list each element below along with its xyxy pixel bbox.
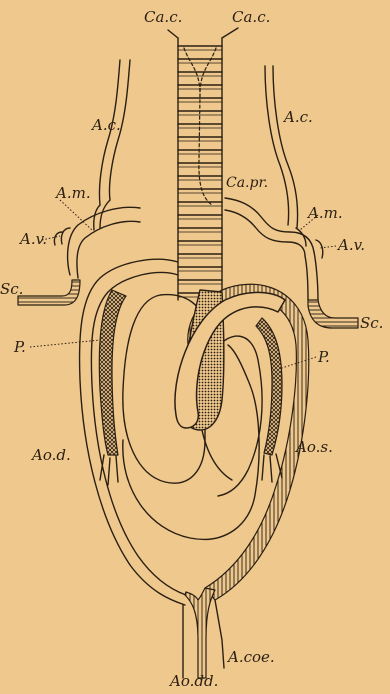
- label-arteria-coeliaca: A.coe.: [228, 650, 275, 665]
- label-aorta-dorsalis: Ao.dd.: [170, 674, 218, 689]
- label-pulmonary-left: P.: [14, 340, 26, 355]
- label-pulmonary-right: P.: [318, 350, 330, 365]
- vessel-ac-right: [265, 66, 289, 225]
- aortic-arch-dextra: [80, 259, 185, 605]
- label-aorta-sinistra: Ao.s.: [296, 440, 333, 455]
- vessel-right-arch-branch: [225, 198, 314, 252]
- label-aorta-dextra: Ao.d.: [32, 448, 71, 463]
- vessel-sc-right: [308, 300, 358, 328]
- vessel-sc-left: [18, 280, 80, 305]
- label-am-right: A.m.: [308, 206, 343, 221]
- label-sc-left: Sc.: [0, 282, 23, 297]
- label-carotid-left: Ca.c.: [144, 10, 182, 25]
- conus-arteriosus: [175, 292, 285, 428]
- label-ac-left: A.c.: [92, 118, 121, 133]
- pulmonary-left: [99, 290, 126, 455]
- label-carotis-primaria: Ca.pr.: [226, 176, 268, 190]
- aorta-dorsalis: [185, 588, 215, 678]
- vessel-left-arch-branch: [68, 207, 140, 275]
- arteria-coeliaca: [215, 600, 224, 668]
- label-sc-right: Sc.: [360, 316, 383, 331]
- label-av-right: A.v.: [338, 238, 365, 253]
- label-ac-right: A.c.: [284, 110, 313, 125]
- trachea: [168, 28, 238, 300]
- label-av-left: A.v.: [20, 232, 47, 247]
- pulmonary-right: [256, 318, 282, 455]
- label-am-left: A.m.: [56, 186, 91, 201]
- label-carotid-right: Ca.c.: [232, 10, 270, 25]
